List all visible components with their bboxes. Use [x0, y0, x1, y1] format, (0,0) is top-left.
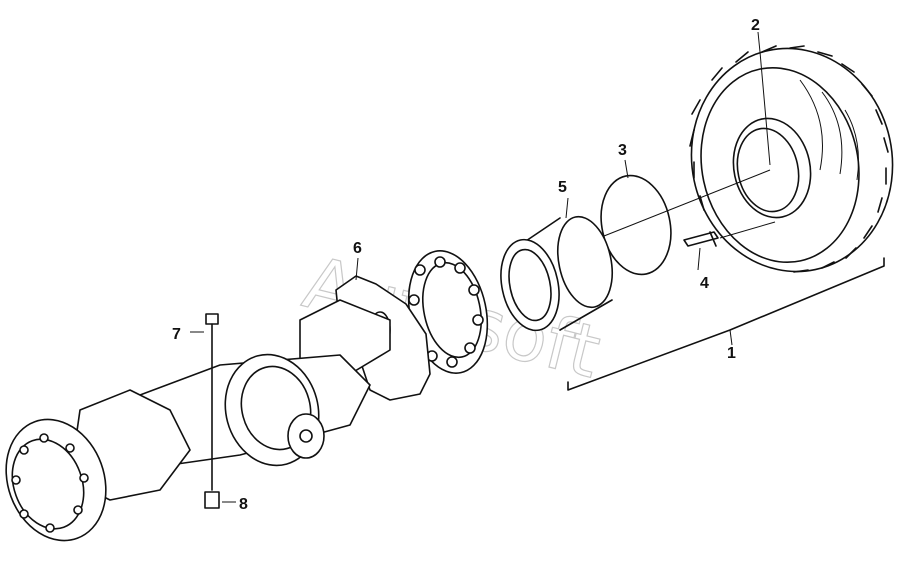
callout-3: 3 — [618, 142, 627, 159]
assembly-bracket — [567, 257, 885, 391]
callout-4: 4 — [700, 275, 709, 292]
callout-1: 1 — [727, 345, 736, 362]
callout-6: 6 — [353, 240, 362, 257]
valve — [683, 231, 719, 247]
tire — [689, 45, 894, 273]
callout-5: 5 — [558, 179, 567, 196]
callout-8: 8 — [239, 496, 248, 513]
bolt — [205, 313, 219, 491]
leader-lines — [190, 31, 776, 503]
nut — [204, 491, 220, 509]
callout-7: 7 — [172, 326, 181, 343]
o-ring — [600, 174, 672, 276]
axle-housing — [139, 299, 391, 467]
rim — [500, 215, 613, 332]
right-hub — [407, 250, 489, 374]
callout-2: 2 — [751, 17, 760, 34]
left-hub — [5, 389, 191, 542]
